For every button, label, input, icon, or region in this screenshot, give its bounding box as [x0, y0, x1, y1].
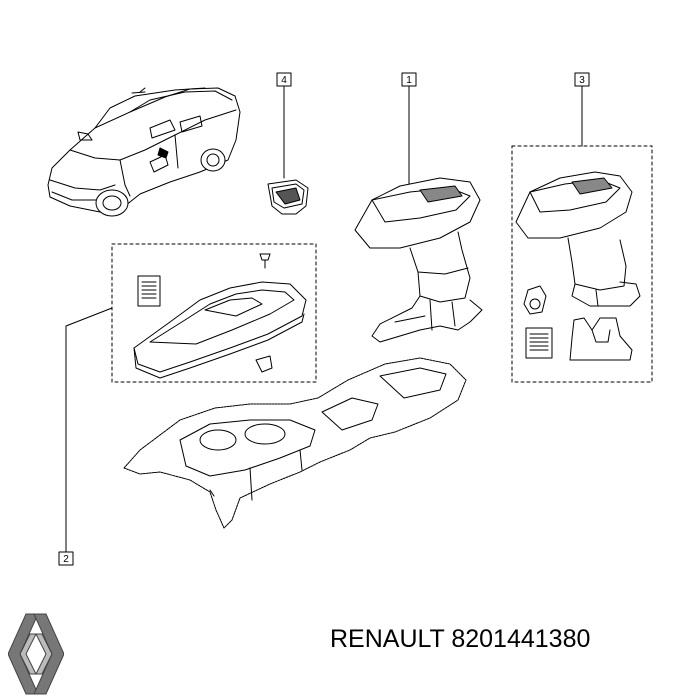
brand-part-label: RENAULT 8201441380	[330, 625, 590, 654]
callout-2: 2	[63, 554, 69, 565]
brand-name: RENAULT	[330, 625, 445, 653]
callout-3: 3	[579, 75, 585, 86]
callout-1: 1	[406, 75, 412, 86]
renault-logo-icon	[8, 613, 64, 695]
part-1-armrest	[354, 85, 483, 343]
callout-box-4	[276, 72, 292, 87]
callout-4: 4	[281, 75, 287, 86]
car-illustration	[47, 87, 241, 217]
callout-box-1	[401, 72, 417, 87]
part-2-console-tray	[65, 243, 317, 553]
callout-box-2	[58, 551, 74, 566]
part-number: 8201441380	[451, 625, 591, 653]
part-3-armrest-kit	[511, 85, 653, 383]
callout-box-3	[574, 72, 590, 87]
center-console	[123, 357, 467, 529]
part-4-cup-holder	[267, 85, 309, 215]
